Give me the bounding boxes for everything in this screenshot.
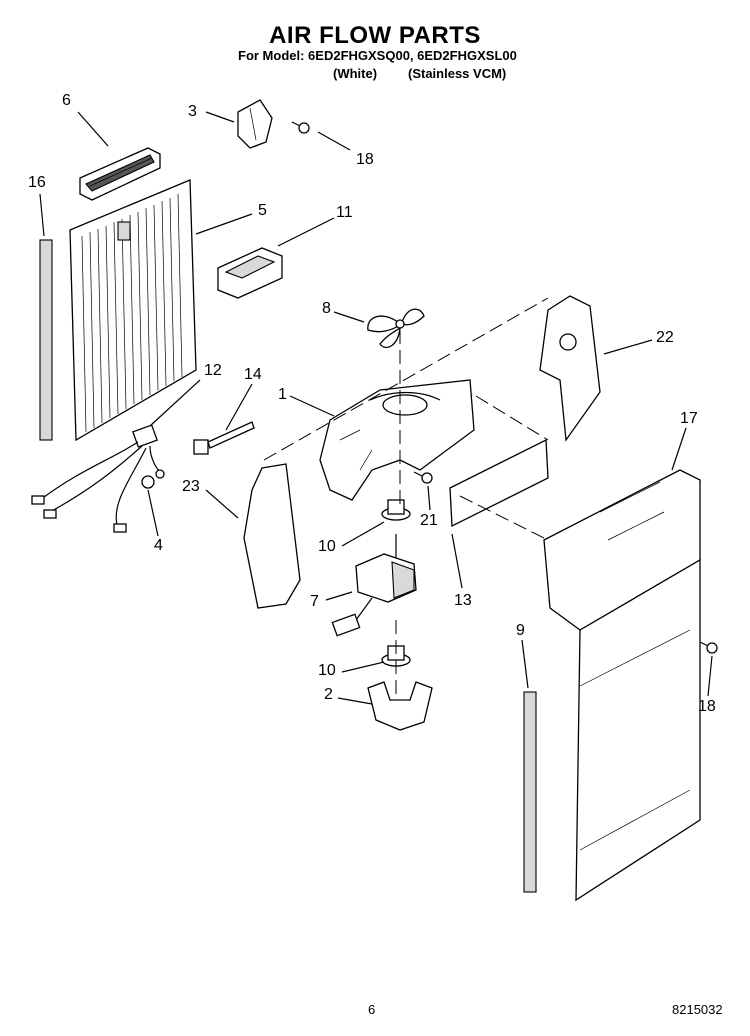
callout-7: 7 xyxy=(310,593,319,610)
part-9-strip xyxy=(523,691,537,893)
callout-23: 23 xyxy=(182,478,200,495)
part-21-screw xyxy=(413,471,433,484)
part-7-motor xyxy=(331,534,417,637)
part-16-strip xyxy=(39,239,53,441)
callout-18-top: 18 xyxy=(356,151,374,168)
part-14-cable-tie xyxy=(193,421,255,455)
part-8-fan-blade xyxy=(367,308,425,349)
callout-13: 13 xyxy=(454,592,472,609)
part-3-cap xyxy=(237,99,273,149)
callout-18-right: 18 xyxy=(698,698,716,715)
part-23-bracket xyxy=(243,463,301,609)
callout-10-upper: 10 xyxy=(318,538,336,555)
part-22-bracket xyxy=(539,295,601,442)
page-title: AIR FLOW PARTS xyxy=(269,22,481,49)
callout-12: 12 xyxy=(204,362,222,379)
part-18-screw-top xyxy=(291,121,310,134)
callout-3: 3 xyxy=(188,103,197,120)
page-number: 6 xyxy=(368,1002,376,1017)
callout-1: 1 xyxy=(278,386,287,403)
part-12-harness xyxy=(31,424,165,533)
callout-14: 14 xyxy=(244,366,262,383)
part-1-fan-housing xyxy=(319,379,475,501)
callout-10-lower: 10 xyxy=(318,662,336,679)
part-18-screw-right xyxy=(699,641,718,654)
callout-11: 11 xyxy=(336,204,353,221)
callout-4: 4 xyxy=(154,537,163,554)
part-10-grommet-upper xyxy=(381,499,411,521)
callout-21: 21 xyxy=(420,512,438,529)
assembly-lines xyxy=(263,297,549,700)
callout-22: 22 xyxy=(656,329,674,346)
callout-17: 17 xyxy=(680,410,698,427)
model-line: For Model: 6ED2FHGXSQ00, 6ED2FHGXSL00 xyxy=(238,48,517,63)
callout-9: 9 xyxy=(516,622,525,639)
variant-white: (White) xyxy=(333,66,378,81)
part-17-cover xyxy=(543,469,701,902)
part-4-grommet xyxy=(141,475,155,489)
document-code: 8215032 xyxy=(672,1002,723,1017)
variant-stainless: (Stainless VCM) xyxy=(408,66,507,81)
part-11-duct xyxy=(217,247,283,299)
callout-16: 16 xyxy=(28,174,46,191)
part-5-panel xyxy=(69,179,197,442)
callout-2: 2 xyxy=(324,686,333,703)
callout-8: 8 xyxy=(322,300,331,317)
callout-6: 6 xyxy=(62,92,71,109)
callout-5: 5 xyxy=(258,202,267,219)
part-6-grille xyxy=(79,147,161,201)
part-2-motor-bracket xyxy=(367,681,433,731)
leader-lines xyxy=(39,111,713,705)
part-13-plate xyxy=(449,438,549,528)
